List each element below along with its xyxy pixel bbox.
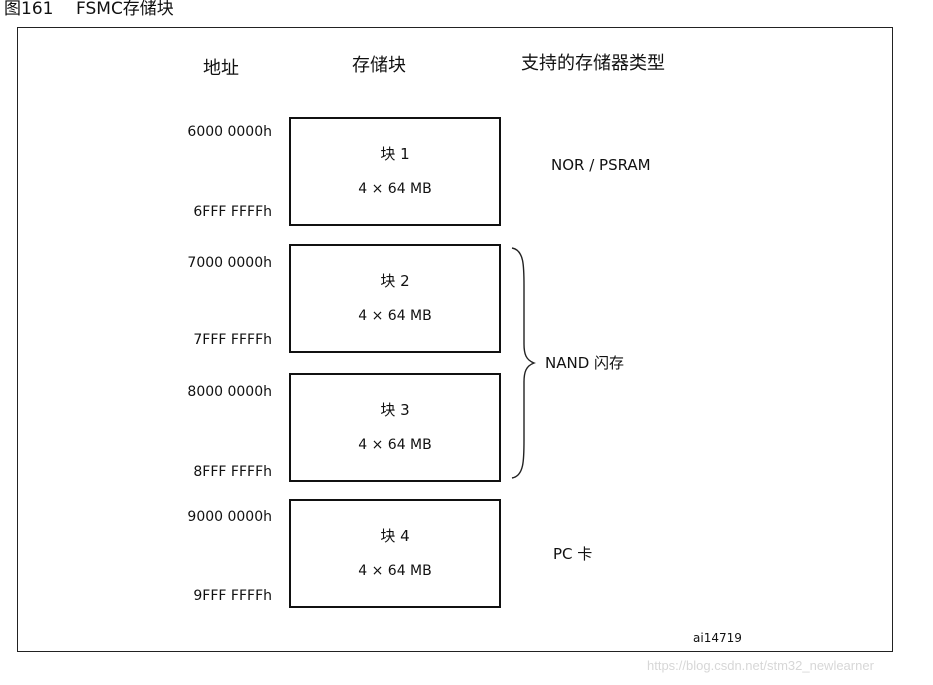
bank-column-header: 存储块 [352, 55, 406, 76]
bank-2-end-address: 7FFF FFFFh [193, 332, 272, 348]
bank-2-start-address: 7000 0000h [187, 255, 272, 271]
bank-4-block: 块 4 4 × 64 MB [289, 499, 501, 608]
bank-3-name: 块 3 [380, 401, 410, 419]
bank-1-end-address: 6FFF FFFFh [193, 204, 272, 220]
bank-3-block: 块 3 4 × 64 MB [289, 373, 501, 482]
bank-2-block: 块 2 4 × 64 MB [289, 244, 501, 353]
figure-caption: 图161 FSMC存储块 [4, 0, 174, 20]
bank-4-start-address: 9000 0000h [187, 509, 272, 525]
bank-1-name: 块 1 [380, 145, 410, 163]
bank-4-end-address: 9FFF FFFFh [193, 588, 272, 604]
bank-2-name: 块 2 [380, 272, 410, 290]
bank-2-size: 4 × 64 MB [358, 308, 432, 324]
bank-1-size: 4 × 64 MB [358, 181, 432, 197]
bank-3-size: 4 × 64 MB [358, 437, 432, 453]
bank-1-start-address: 6000 0000h [187, 124, 272, 140]
bank-4-name: 块 4 [380, 527, 410, 545]
pc-card-label: PC 卡 [553, 545, 593, 563]
bank-1-block: 块 1 4 × 64 MB [289, 117, 501, 226]
bank-3-start-address: 8000 0000h [187, 384, 272, 400]
address-column-header: 地址 [203, 58, 239, 79]
nor-psram-label: NOR / PSRAM [551, 156, 651, 174]
figure-number: 图161 [4, 0, 54, 19]
bank-4-size: 4 × 64 MB [358, 563, 432, 579]
diagram-frame [17, 27, 893, 652]
figure-title: FSMC存储块 [76, 0, 174, 19]
watermark-text: https://blog.csdn.net/stm32_newlearner [647, 658, 874, 673]
figure-reference-code: ai14719 [693, 631, 742, 645]
memory-type-column-header: 支持的存储器类型 [521, 53, 665, 74]
nand-brace-icon [511, 247, 536, 479]
nand-flash-label: NAND 闪存 [545, 354, 625, 372]
bank-3-end-address: 8FFF FFFFh [193, 464, 272, 480]
